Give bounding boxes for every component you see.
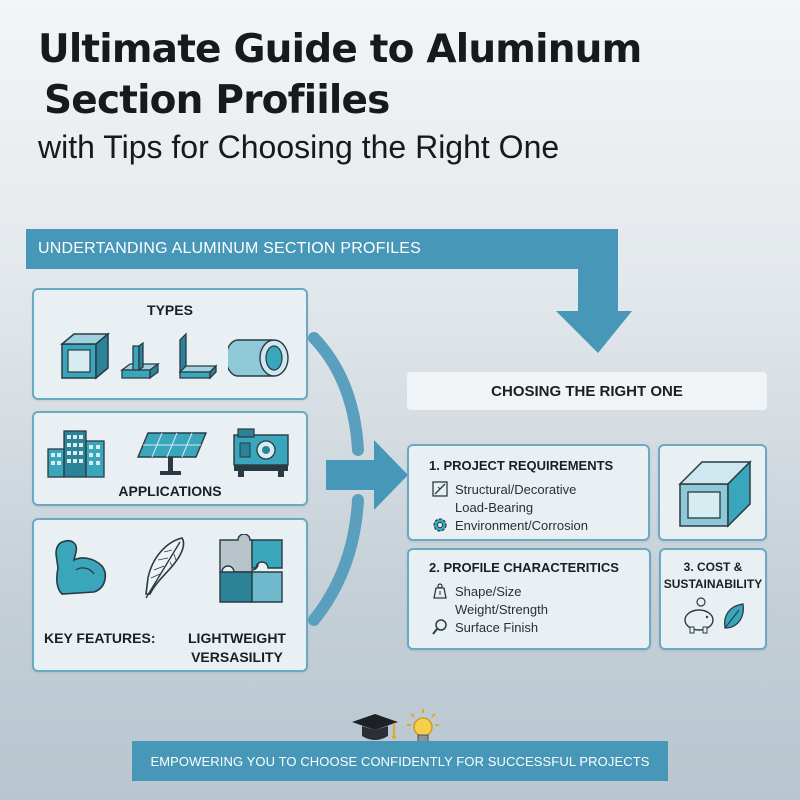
key-feature-lightweight: LIGHTWEIGHT (188, 630, 286, 646)
types-label: TYPES (147, 302, 193, 318)
key-feature-versatility: VERSASILITY (191, 649, 283, 665)
aluminum-box-profile-icon (678, 460, 752, 528)
muscle-arm-icon (55, 539, 107, 595)
page-title-line2: Section Profiiles (44, 78, 390, 123)
t-profile-icon (120, 342, 160, 380)
puzzle-icon (219, 534, 283, 603)
requirement-item: Structural/Decorative (455, 481, 577, 497)
leaf-icon (723, 603, 744, 629)
cost-label-line2: SUSTAINABILITY (663, 577, 763, 591)
square-tube-icon (59, 332, 111, 380)
graduation-cap-icon (352, 714, 398, 740)
list-item: Weight/Strength (431, 600, 548, 618)
converging-arrows-icon (308, 332, 408, 626)
profile-characteristics-label: 2. PROFILE CHARACTERITICS (429, 560, 619, 575)
characteristic-item: Weight/Strength (455, 601, 548, 617)
page-title-line1: Ultimate Guide to Aluminum (38, 27, 642, 72)
profile-image-card (658, 444, 767, 541)
ruler-icon (431, 481, 449, 497)
list-item: Surface Finish (431, 618, 548, 636)
footer-banner: EMPOWERING YOU TO CHOOSE CONFIDENTLY FOR… (132, 741, 668, 781)
gear-icon (431, 516, 449, 534)
project-requirements-label: 1. PROJECT REQUIREMENTS (429, 458, 614, 473)
solar-panel-icon (136, 432, 208, 475)
section-banner-label: UNDERTANDING ALUMINUM SECTION PROFILES (38, 240, 422, 257)
cost-label-line1: 3. COST & (683, 560, 743, 574)
page-subtitle: with Tips for Choosing the Right One (38, 129, 560, 165)
requirement-item: Environment/Corrosion (455, 517, 588, 533)
characteristic-item: Surface Finish (455, 619, 539, 635)
list-item: Structural/Decorative (431, 480, 588, 498)
profile-characteristics-card: 2. PROFILE CHARACTERITICS Shape/Size Wei… (407, 548, 651, 650)
choosing-heading: CHOSING THE RIGHT ONE (407, 372, 767, 410)
footer-label: EMPOWERING YOU TO CHOOSE CONFIDENTLY FOR… (150, 753, 650, 769)
round-tube-icon (228, 339, 289, 377)
buildings-icon (47, 430, 105, 478)
project-requirements-list: Structural/Decorative Load-Bearing Envir… (431, 480, 588, 534)
section-banner: UNDERTANDING ALUMINUM SECTION PROFILES (26, 229, 578, 269)
angle-profile-icon (178, 332, 218, 380)
key-features-card: KEY FEATURES: LIGHTWEIGHT VERSASILITY (32, 518, 308, 672)
piggy-bank-icon (684, 597, 714, 634)
characteristic-item: Shape/Size (455, 583, 522, 599)
requirement-item: Load-Bearing (455, 499, 534, 515)
choosing-heading-label: CHOSING THE RIGHT ONE (491, 382, 683, 400)
key-features-label: KEY FEATURES: (44, 630, 156, 646)
types-card: TYPES (32, 288, 308, 400)
list-item: Environment/Corrosion (431, 516, 588, 534)
project-requirements-card: 1. PROJECT REQUIREMENTS Structural/Decor… (407, 444, 650, 541)
banner-down-arrow-icon (556, 229, 632, 353)
feather-icon (145, 537, 185, 599)
applications-card: APPLICATIONS (32, 411, 308, 506)
profile-characteristics-list: Shape/Size Weight/Strength Surface Finis… (431, 582, 548, 636)
list-item: Load-Bearing (431, 498, 588, 516)
list-item: Shape/Size (431, 582, 548, 600)
machine-icon (233, 428, 289, 477)
weight-icon (431, 582, 449, 600)
applications-label: APPLICATIONS (118, 483, 222, 499)
magnifier-icon (431, 618, 449, 636)
cost-sustainability-card: 3. COST & SUSTAINABILITY (659, 548, 767, 650)
